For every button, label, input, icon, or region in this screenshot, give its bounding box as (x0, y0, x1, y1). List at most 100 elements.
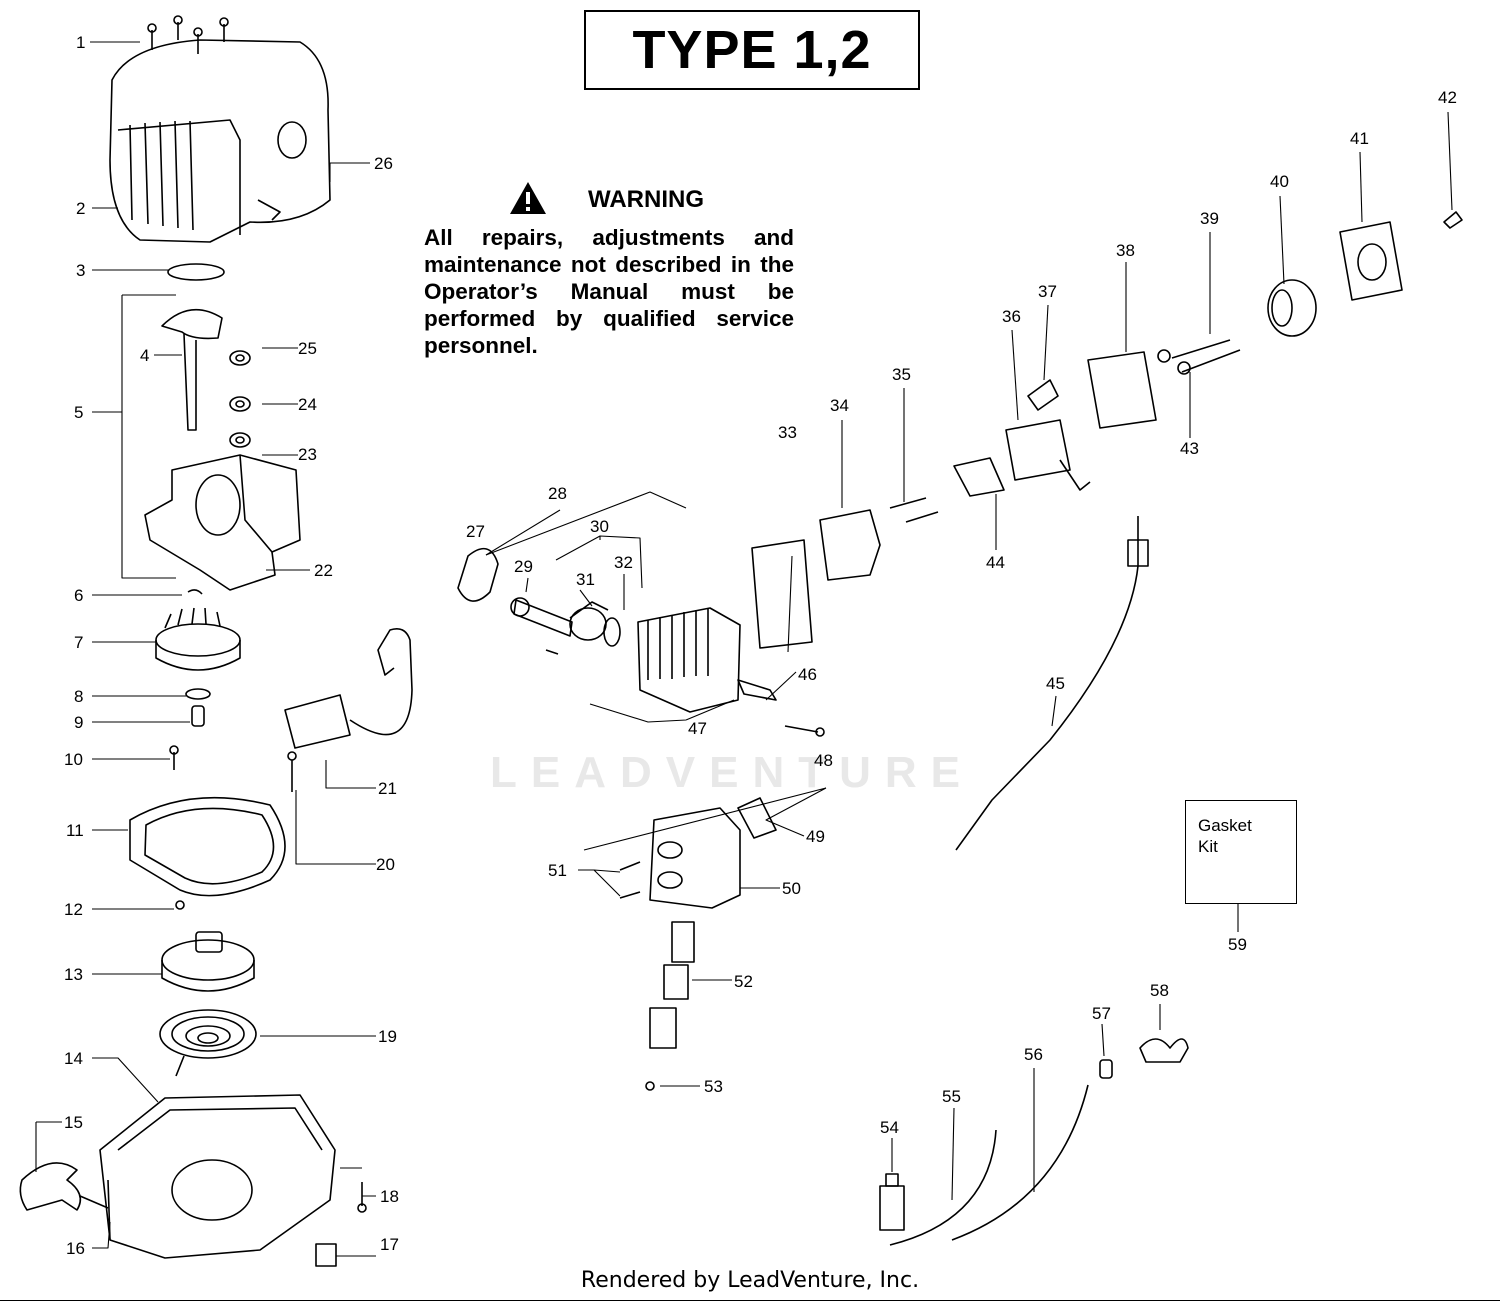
callout-5: 5 (74, 403, 83, 422)
part-throttle-cable (955, 516, 1139, 851)
warning-header: WARNING (444, 186, 794, 214)
part-intake-gasket (751, 539, 813, 649)
callout-48: 48 (814, 751, 833, 770)
callout-24: 24 (298, 395, 317, 414)
callout-32: 32 (614, 553, 633, 572)
part-cylinder-gasket (457, 547, 499, 602)
callout-3: 3 (76, 261, 85, 280)
part-carburetor (1005, 379, 1091, 491)
part-crankcase (144, 454, 301, 591)
callout-41: 41 (1350, 129, 1369, 148)
callout-33: 33 (778, 423, 797, 442)
callout-49: 49 (806, 827, 825, 846)
callout-42: 42 (1438, 88, 1457, 107)
callout-9: 9 (74, 713, 83, 732)
callout-52: 52 (734, 972, 753, 991)
part-washer (185, 688, 211, 700)
part-screws-35 (889, 497, 939, 523)
part-starter-gasket (129, 796, 286, 897)
callout-30: 30 (590, 517, 609, 536)
callout-44: 44 (986, 553, 1005, 572)
callout-4: 4 (140, 346, 149, 365)
callout-13: 13 (64, 965, 83, 984)
part-screw-48 (784, 725, 819, 733)
callout-2: 2 (76, 199, 85, 218)
callout-22: 22 (314, 561, 333, 580)
part-knob (1443, 211, 1463, 229)
callout-8: 8 (74, 687, 83, 706)
callout-54: 54 (880, 1118, 899, 1137)
warning-notice: WARNING All repairs, adjustments and mai… (424, 186, 794, 359)
callout-31: 31 (576, 570, 595, 589)
callout-45: 45 (1046, 674, 1065, 693)
callout-23: 23 (298, 445, 317, 464)
part-line-clip (1139, 1038, 1189, 1063)
watermark: LEADVENTURE (490, 748, 975, 797)
callout-11: 11 (66, 821, 84, 840)
callout-12: 12 (64, 900, 83, 919)
part-screws-top (147, 15, 229, 54)
part-fuel-line-56 (951, 1084, 1089, 1241)
callout-38: 38 (1116, 241, 1135, 260)
part-ignition-module (284, 627, 413, 749)
part-fuel-filter (879, 1173, 905, 1231)
part-bearings (229, 350, 251, 448)
callout-20: 20 (376, 855, 395, 874)
callout-37: 37 (1038, 282, 1057, 301)
callout-51: 51 (548, 861, 567, 880)
callout-28: 28 (548, 484, 567, 503)
page-title: TYPE 1,2 (632, 20, 872, 80)
callout-1: 1 (76, 33, 85, 52)
part-grommet (1099, 1059, 1113, 1079)
warning-heading: WARNING (588, 186, 704, 213)
part-piston-group (510, 597, 621, 655)
part-starter-handle (19, 1162, 109, 1211)
part-engine-cover (109, 39, 331, 243)
part-deflector-plates (649, 921, 695, 1049)
callout-35: 35 (892, 365, 911, 384)
part-muffler-gasket (737, 797, 777, 839)
callout-26: 26 (374, 154, 393, 173)
part-flywheel (155, 607, 241, 671)
callout-17: 17 (380, 1235, 399, 1254)
part-air-filter-cover (1339, 221, 1403, 301)
callout-40: 40 (1270, 172, 1289, 191)
callout-10: 10 (64, 750, 83, 769)
callout-27: 27 (466, 522, 485, 541)
part-key (191, 705, 205, 727)
bottom-divider (0, 1300, 1500, 1301)
gasket-kit-label-line2: Kit (1198, 837, 1218, 856)
callout-59: 59 (1228, 935, 1247, 954)
part-starter-pulley (161, 931, 255, 992)
part-o-ring (167, 263, 225, 281)
callout-36: 36 (1002, 307, 1021, 326)
gasket-kit-box: Gasket Kit (1185, 800, 1297, 904)
part-retainer (187, 589, 203, 595)
part-air-filter (1267, 279, 1317, 337)
callout-56: 56 (1024, 1045, 1043, 1064)
callout-58: 58 (1150, 981, 1169, 1000)
part-crankshaft (161, 308, 223, 431)
part-screws-39 (1171, 339, 1241, 373)
part-recoil-spring (159, 1009, 257, 1077)
callout-57: 57 (1092, 1004, 1111, 1023)
callout-43: 43 (1180, 439, 1199, 458)
callout-34: 34 (830, 396, 849, 415)
callout-6: 6 (74, 586, 83, 605)
credit-footer: Rendered by LeadVenture, Inc. (580, 1268, 920, 1293)
callout-46: 46 (798, 665, 817, 684)
callout-15: 15 (64, 1113, 83, 1132)
part-nut-53 (645, 1081, 655, 1091)
callout-50: 50 (782, 879, 801, 898)
callout-53: 53 (704, 1077, 723, 1096)
part-fuel-line-55 (889, 1129, 997, 1246)
callout-18: 18 (380, 1187, 399, 1206)
warning-triangle-icon (510, 182, 546, 214)
gasket-kit-label-line1: Gasket (1198, 816, 1252, 835)
callout-7: 7 (74, 633, 83, 652)
part-cylinder (637, 607, 741, 713)
callout-16: 16 (66, 1239, 85, 1258)
callout-29: 29 (514, 557, 533, 576)
callout-25: 25 (298, 339, 317, 358)
